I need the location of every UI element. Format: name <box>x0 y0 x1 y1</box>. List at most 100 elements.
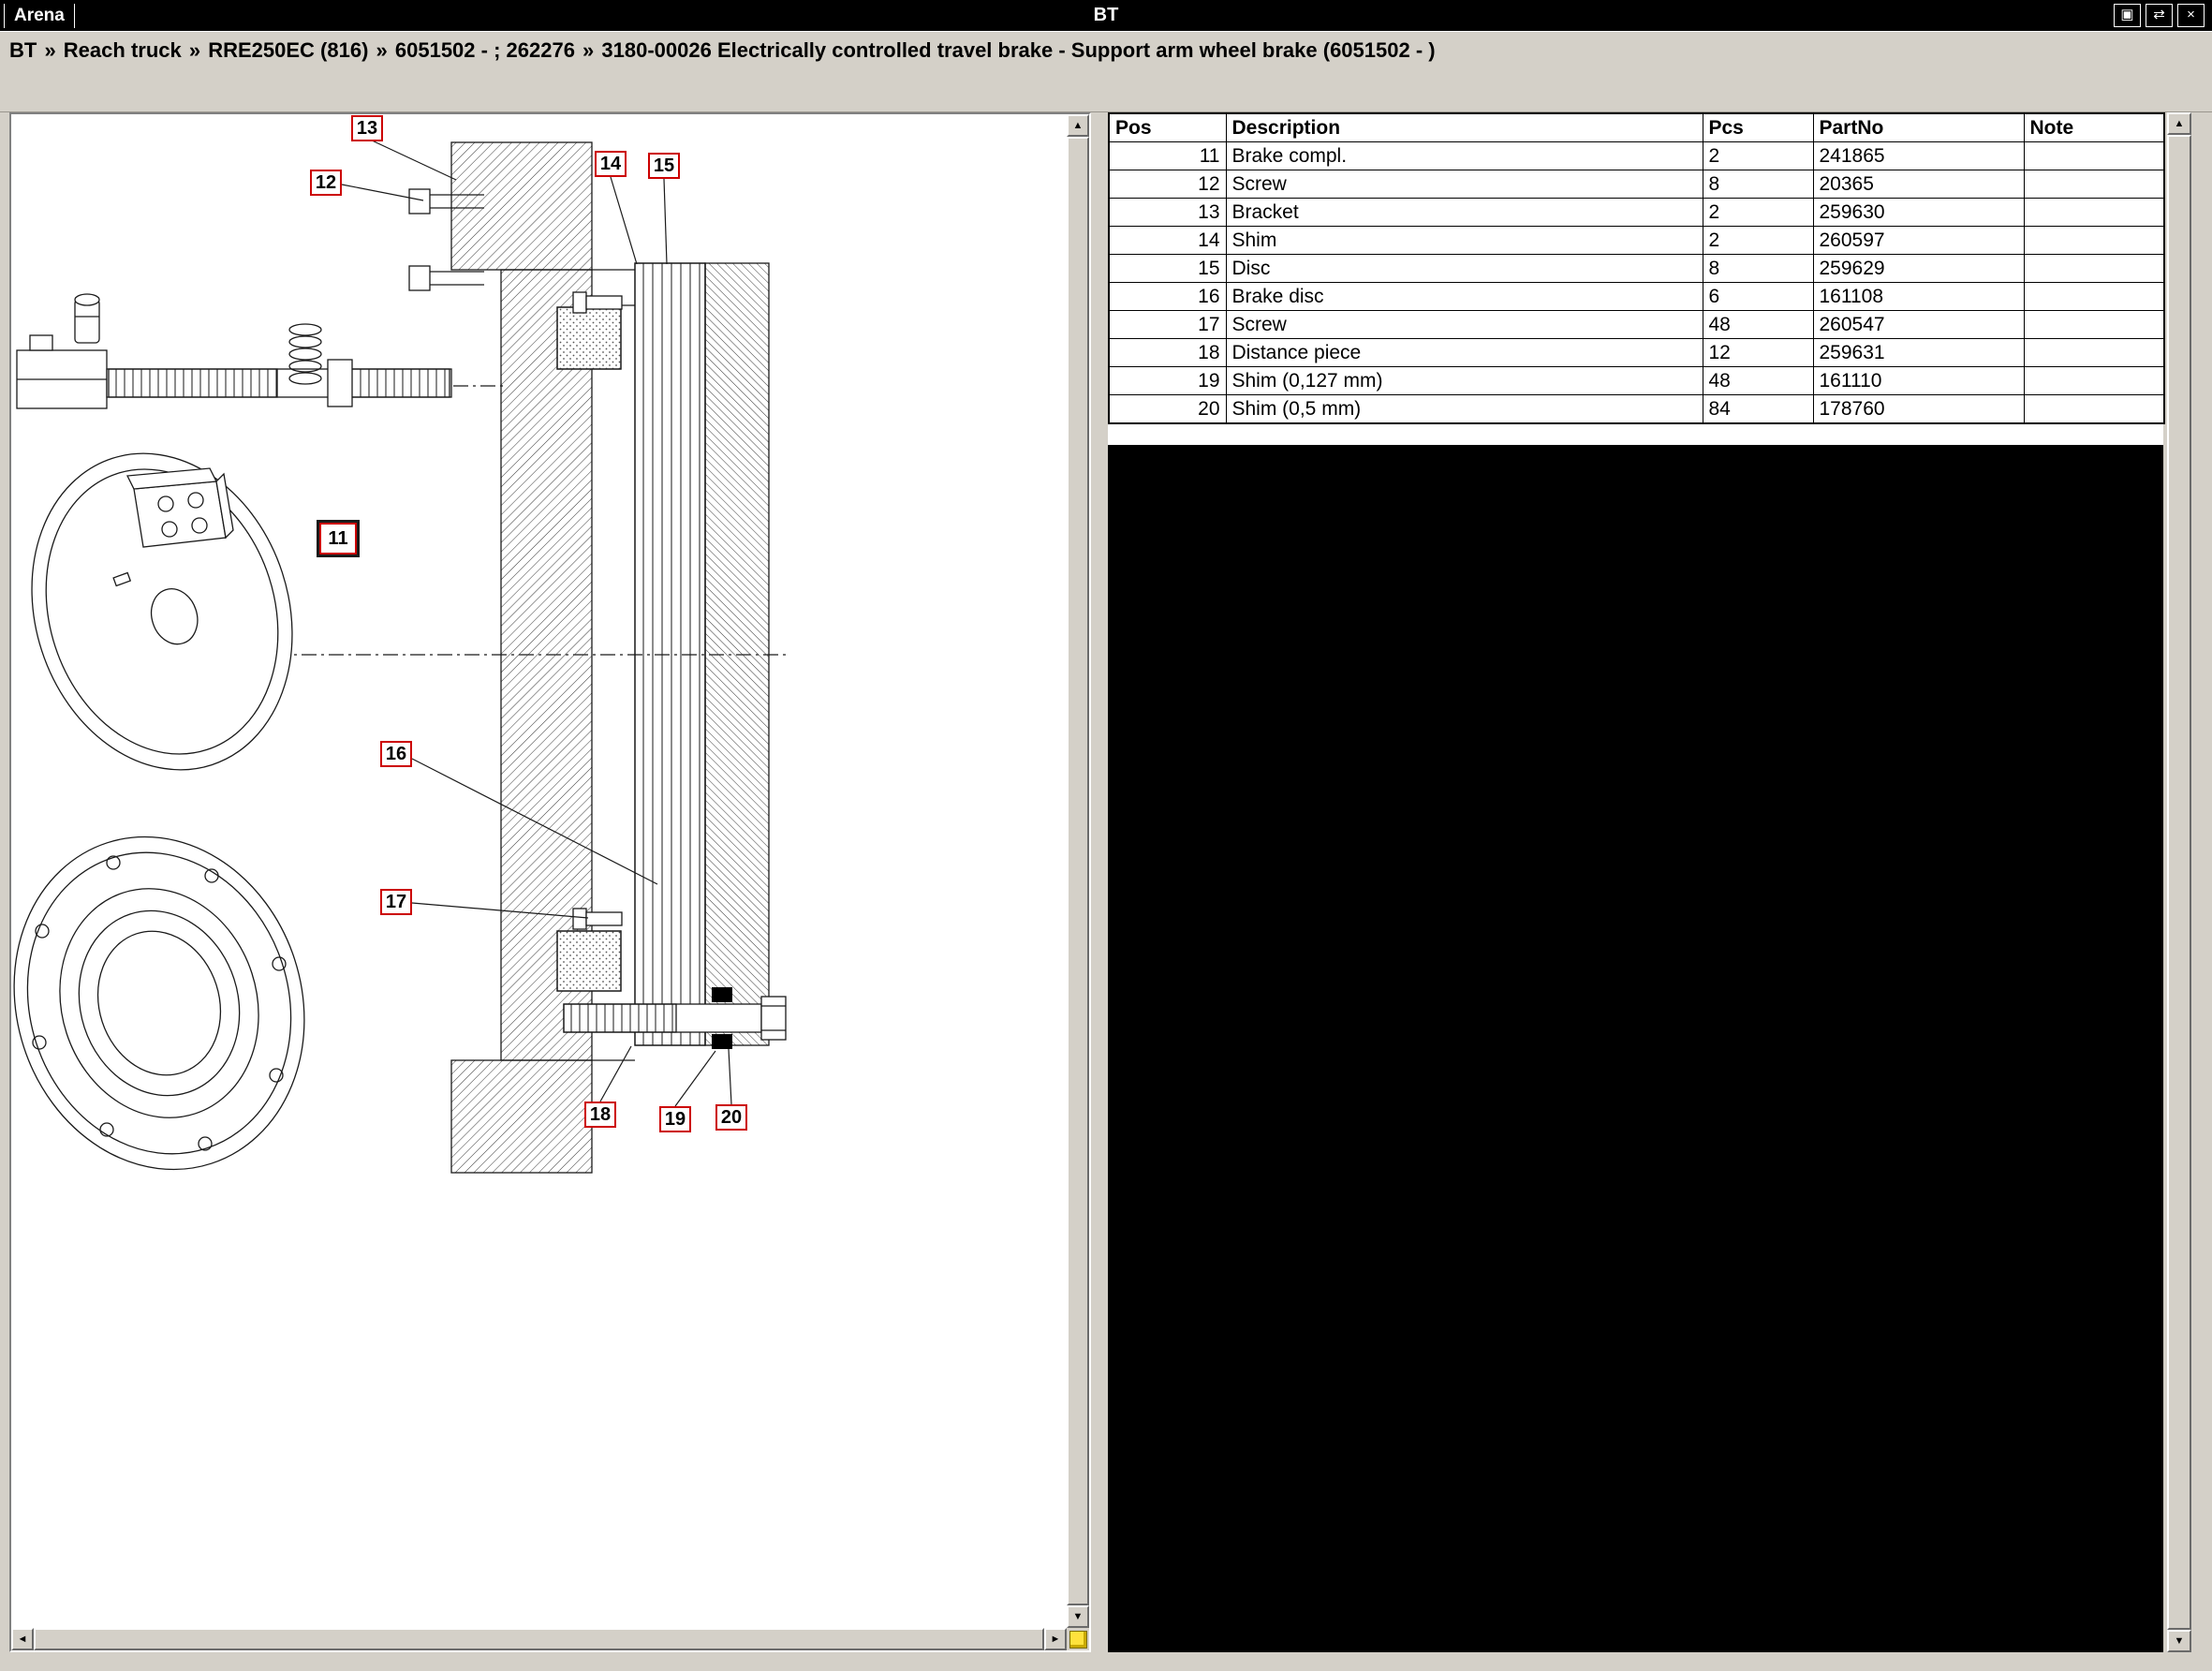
cell-desc: Shim (0,127 mm) <box>1225 366 1703 395</box>
cell-pos: 11 <box>1108 141 1227 170</box>
drawing-vertical-scrollbar: ▲ ▼ <box>1067 114 1089 1628</box>
column-header-partno[interactable]: PartNo <box>1812 112 2025 142</box>
app-label: Arena <box>4 3 75 28</box>
column-header-pos[interactable]: Pos <box>1108 112 1227 142</box>
cell-pos: 14 <box>1108 226 1227 255</box>
cell-partno: 20365 <box>1812 170 2025 199</box>
callout-19[interactable]: 19 <box>659 1106 691 1132</box>
black-content-area <box>1108 445 2163 1639</box>
breadcrumb-separator: » <box>370 38 393 62</box>
cell-desc: Screw <box>1225 310 1703 339</box>
breadcrumb-item[interactable]: 6051502 - ; 262276 <box>394 38 575 62</box>
window-restore-icon[interactable]: ▣ <box>2114 4 2141 27</box>
window-layout-icon[interactable]: ⇄ <box>2146 4 2173 27</box>
cell-desc: Bracket <box>1225 198 1703 227</box>
cell-partno: 260547 <box>1812 310 2025 339</box>
title-bar: Arena BT ▣ ⇄ × <box>0 0 2212 31</box>
vertical-scroll-thumb[interactable] <box>1067 137 1089 1605</box>
scroll-up-icon[interactable]: ▲ <box>2167 112 2191 135</box>
cell-note <box>2023 254 2165 283</box>
cell-partno: 178760 <box>1812 394 2025 424</box>
cell-pos: 13 <box>1108 198 1227 227</box>
cell-desc: Brake compl. <box>1225 141 1703 170</box>
callout-20[interactable]: 20 <box>715 1104 747 1131</box>
cell-partno: 161110 <box>1812 366 2025 395</box>
corner-badge-icon[interactable] <box>1069 1630 1087 1649</box>
breadcrumb-bar: BT » Reach truck » RRE250EC (816) » 6051… <box>0 31 2212 112</box>
cell-partno: 259631 <box>1812 338 2025 367</box>
column-header-note[interactable]: Note <box>2023 112 2165 142</box>
cell-pcs: 2 <box>1702 226 1814 255</box>
cell-partno: 241865 <box>1812 141 2025 170</box>
window-close-icon[interactable]: × <box>2177 4 2205 27</box>
column-header-description[interactable]: Description <box>1225 112 1703 142</box>
breadcrumb: BT » Reach truck » RRE250EC (816) » 6051… <box>0 32 2212 69</box>
scrollbar-corner <box>1067 1628 1089 1650</box>
column-header-pcs[interactable]: Pcs <box>1702 112 1814 142</box>
cell-pcs: 84 <box>1702 394 1814 424</box>
cell-partno: 259629 <box>1812 254 2025 283</box>
breadcrumb-separator: » <box>38 38 62 62</box>
cell-desc: Shim (0,5 mm) <box>1225 394 1703 424</box>
callout-17[interactable]: 17 <box>380 889 412 915</box>
callout-18[interactable]: 18 <box>584 1102 616 1128</box>
cell-partno: 259630 <box>1812 198 2025 227</box>
scroll-left-icon[interactable]: ◄ <box>11 1628 34 1650</box>
cell-pcs: 48 <box>1702 310 1814 339</box>
window-title: BT <box>1093 5 1119 25</box>
window-scroll-thumb[interactable] <box>2167 135 2191 1630</box>
scroll-down-icon[interactable]: ▼ <box>2167 1630 2191 1652</box>
technical-drawing <box>13 139 789 1174</box>
window-vertical-scrollbar: ▲ ▼ <box>2167 112 2191 1652</box>
drawing-area: 11 12 13 14 15 16 17 18 19 20 <box>11 114 1067 1628</box>
scroll-right-icon[interactable]: ► <box>1044 1628 1067 1650</box>
cell-pcs: 8 <box>1702 170 1814 199</box>
callout-11[interactable]: 11 <box>317 520 360 557</box>
cell-desc: Disc <box>1225 254 1703 283</box>
breadcrumb-separator: » <box>183 38 207 62</box>
drawing-horizontal-scrollbar: ◄ ► <box>11 1628 1067 1650</box>
cell-pos: 12 <box>1108 170 1227 199</box>
callout-15[interactable]: 15 <box>648 153 680 179</box>
breadcrumb-item[interactable]: BT <box>9 38 37 62</box>
cell-note <box>2023 394 2165 424</box>
cell-partno: 260597 <box>1812 226 2025 255</box>
cell-pos: 19 <box>1108 366 1227 395</box>
cell-pos: 20 <box>1108 394 1227 424</box>
cell-note <box>2023 338 2165 367</box>
cell-pcs: 2 <box>1702 198 1814 227</box>
scroll-down-icon[interactable]: ▼ <box>1067 1605 1089 1628</box>
cell-desc: Screw <box>1225 170 1703 199</box>
cell-note <box>2023 282 2165 311</box>
breadcrumb-item[interactable]: Reach truck <box>63 38 182 62</box>
cell-desc: Shim <box>1225 226 1703 255</box>
callout-13[interactable]: 13 <box>351 115 383 141</box>
callout-16[interactable]: 16 <box>380 741 412 767</box>
cell-pcs: 2 <box>1702 141 1814 170</box>
breadcrumb-separator: » <box>576 38 600 62</box>
horizontal-scroll-thumb[interactable] <box>34 1628 1044 1650</box>
callout-14[interactable]: 14 <box>595 151 627 177</box>
cell-desc: Brake disc <box>1225 282 1703 311</box>
breadcrumb-item[interactable]: 3180-00026 Electrically controlled trave… <box>601 38 1436 62</box>
scroll-up-icon[interactable]: ▲ <box>1067 114 1089 137</box>
cell-pos: 15 <box>1108 254 1227 283</box>
callout-12[interactable]: 12 <box>310 170 342 196</box>
cell-pcs: 8 <box>1702 254 1814 283</box>
breadcrumb-item[interactable]: RRE250EC (816) <box>208 38 369 62</box>
